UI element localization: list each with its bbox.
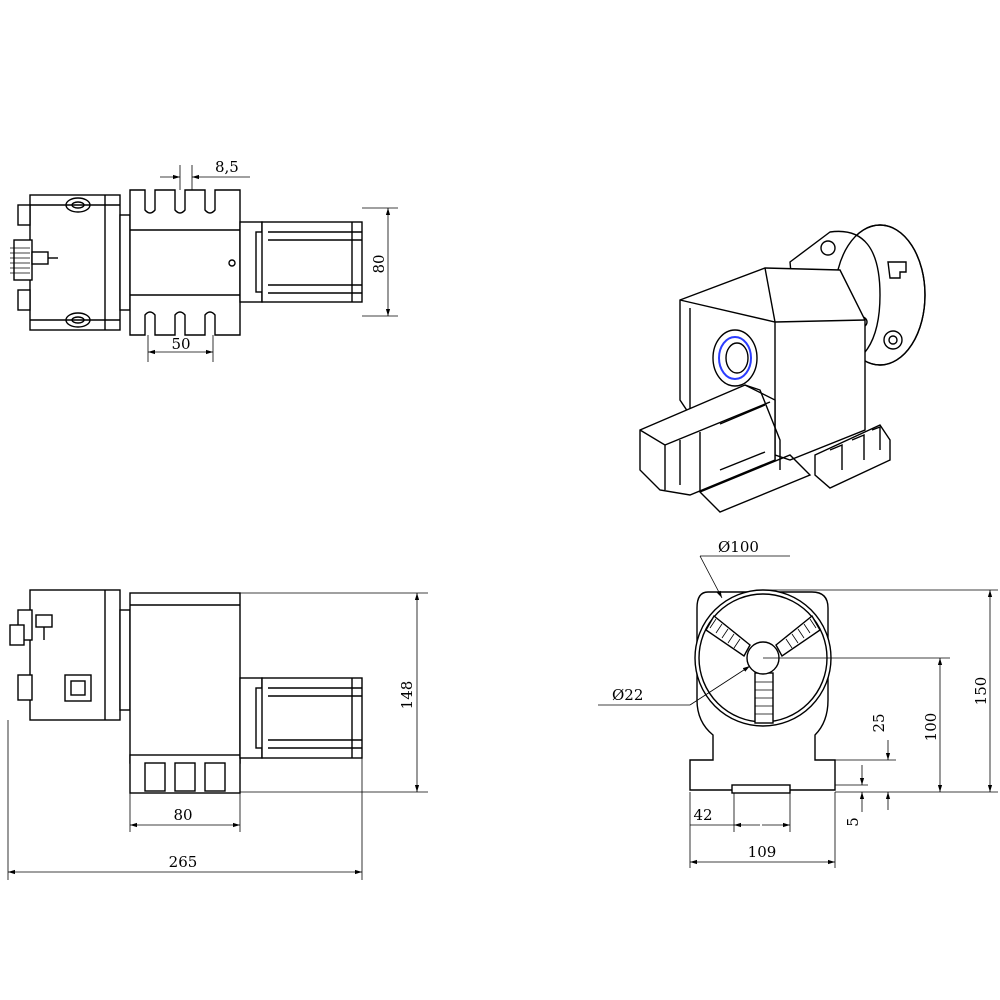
chuck-jaws	[705, 614, 821, 724]
dim-overall-height: 150	[972, 677, 990, 706]
top-view	[10, 165, 398, 362]
jaw-knurl	[10, 247, 30, 274]
dim-base-width: 109	[748, 843, 777, 861]
dim-chuck-diameter: Ø100	[718, 538, 759, 556]
dim-side-base-width: 80	[173, 806, 192, 824]
side-view	[7, 589, 428, 880]
dim-side-height: 148	[398, 681, 416, 710]
dim-base-height: 25	[870, 713, 888, 732]
dim-bore-diameter: Ø22	[612, 686, 643, 704]
dim-overall-length: 265	[169, 853, 198, 871]
dim-center-height: 100	[922, 713, 940, 742]
dim-slot-width: 42	[693, 806, 712, 824]
front-view	[598, 555, 998, 868]
dim-top-height: 80	[370, 254, 388, 273]
isometric-view	[639, 224, 926, 513]
dim-top-base-width: 50	[171, 335, 190, 353]
dim-slot-pitch: 8,5	[215, 158, 239, 176]
dim-slot-depth: 5	[844, 817, 862, 827]
